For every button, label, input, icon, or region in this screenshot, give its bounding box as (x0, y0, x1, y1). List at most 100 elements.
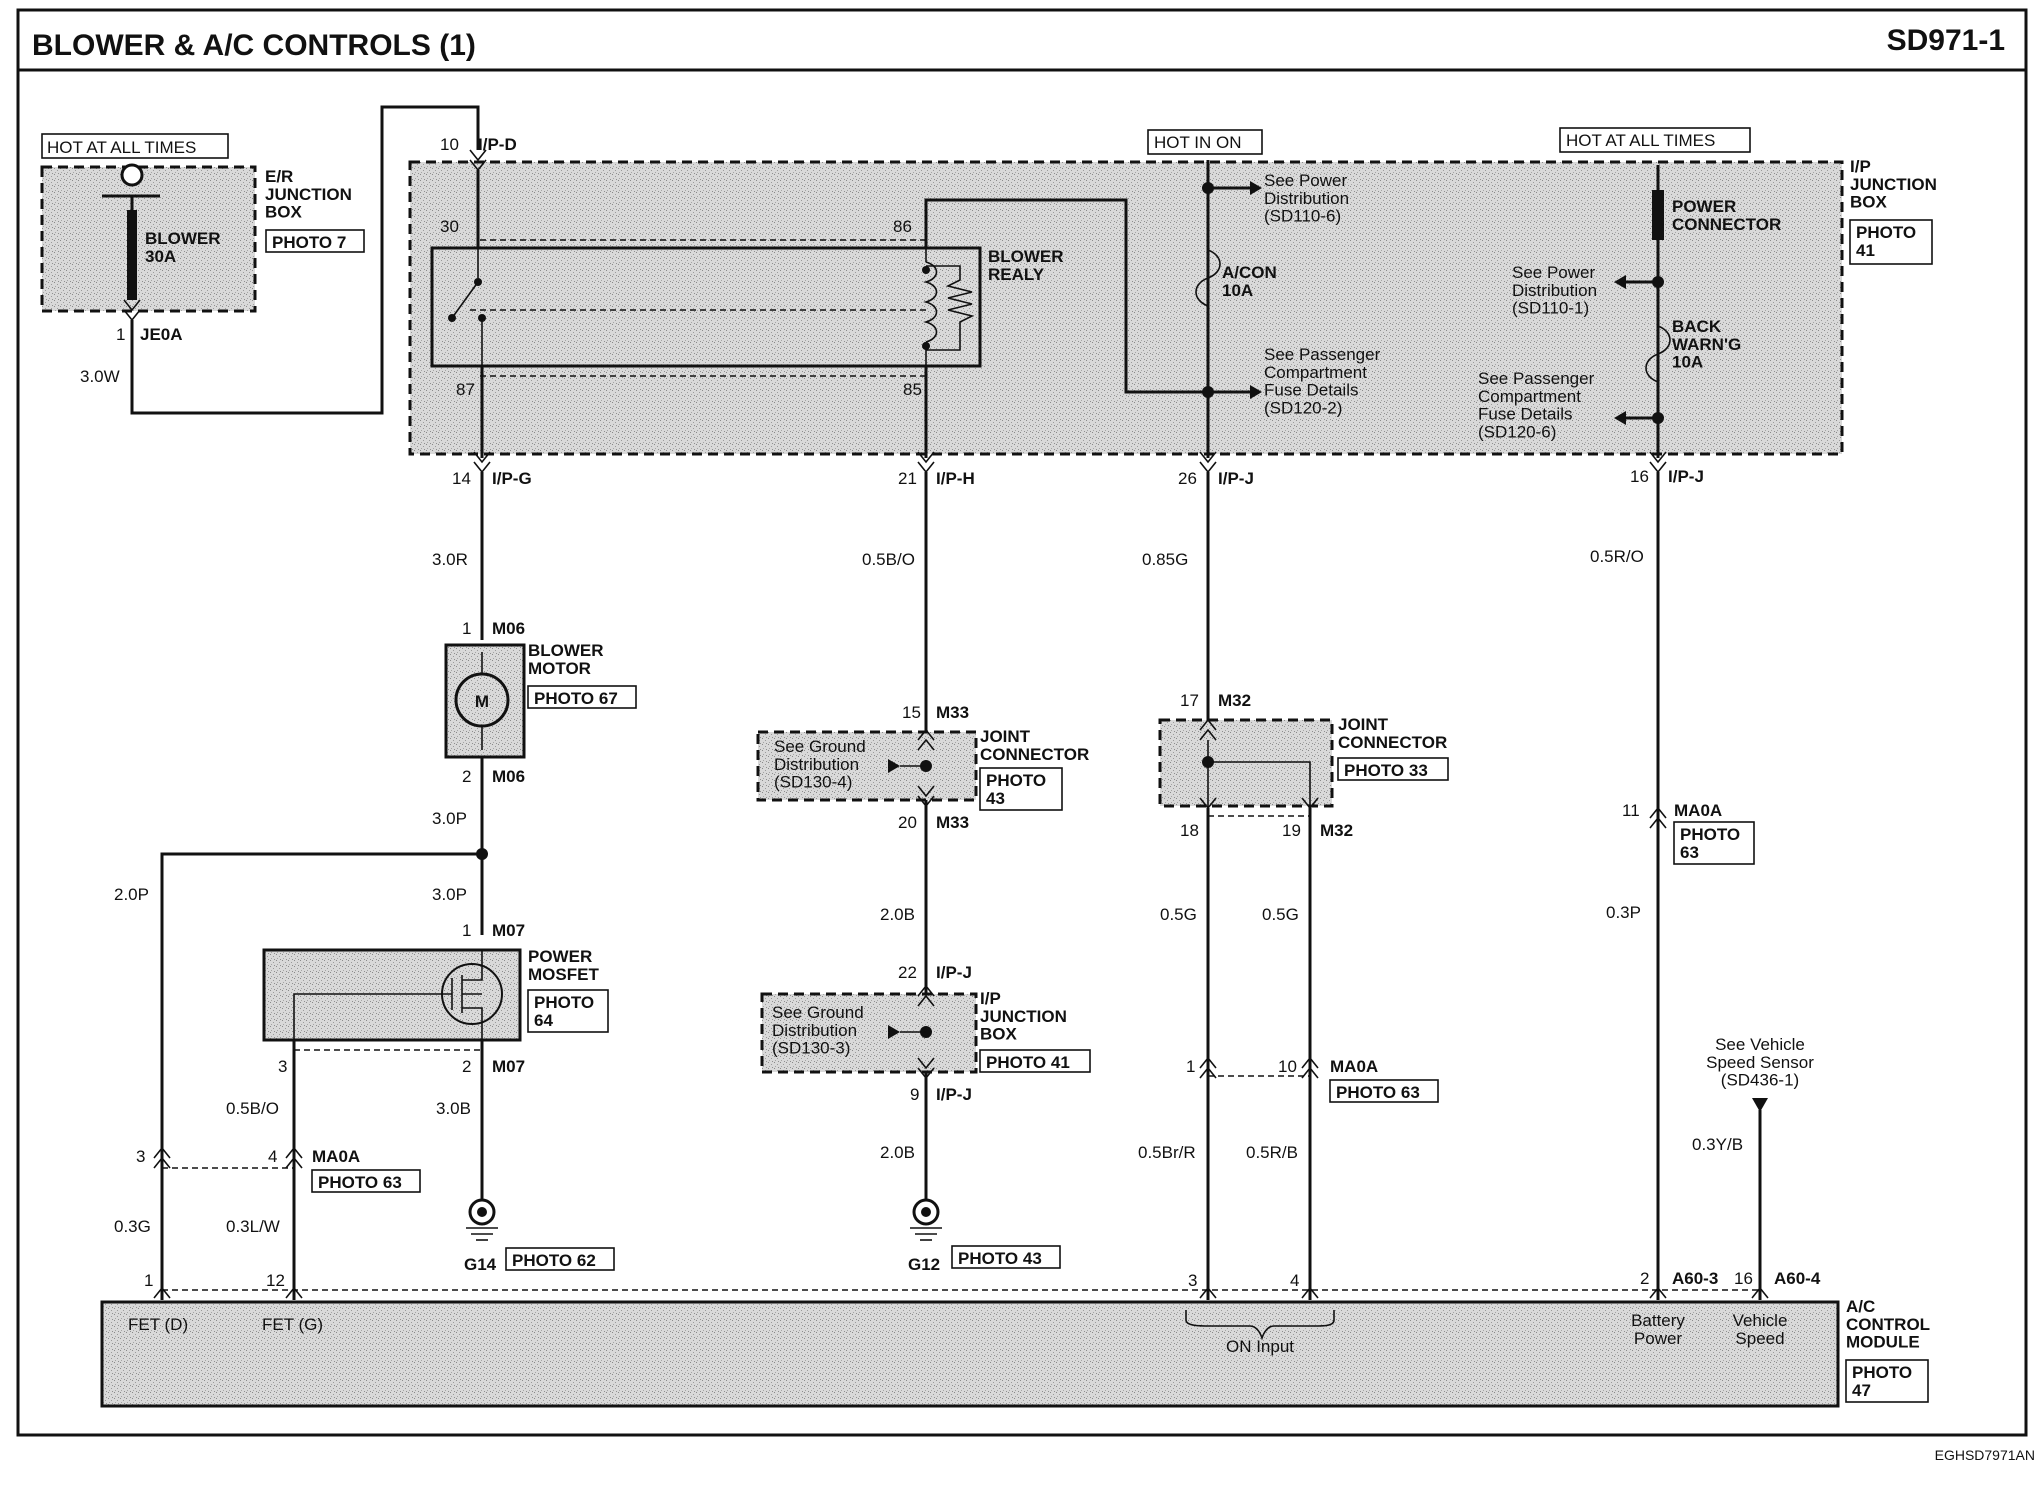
svg-text:I/P-J: I/P-J (1218, 469, 1254, 488)
blower-relay (430, 246, 982, 368)
svg-text:10: 10 (1278, 1057, 1297, 1076)
svg-text:PHOTO 41: PHOTO 41 (986, 1053, 1070, 1072)
svg-text:M06: M06 (492, 619, 525, 638)
svg-text:85: 85 (903, 380, 922, 399)
svg-text:0.3G: 0.3G (114, 1217, 151, 1236)
svg-text:3: 3 (278, 1057, 287, 1076)
svg-text:M33: M33 (936, 703, 969, 722)
svg-text:26: 26 (1178, 469, 1197, 488)
svg-text:1: 1 (116, 325, 125, 344)
svg-text:1: 1 (144, 1271, 153, 1290)
svg-text:3.0P: 3.0P (432, 809, 467, 828)
blower-motor (444, 643, 526, 759)
svg-text:2: 2 (462, 1057, 471, 1076)
svg-text:0.5G: 0.5G (1160, 905, 1197, 924)
svg-text:0.5R/O: 0.5R/O (1590, 547, 1644, 566)
svg-text:3.0W: 3.0W (80, 367, 120, 386)
svg-text:M32: M32 (1320, 821, 1353, 840)
svg-text:I/P-J: I/P-J (1668, 467, 1704, 486)
svg-text:0.5B/O: 0.5B/O (226, 1099, 279, 1118)
svg-text:I/P-D: I/P-D (478, 135, 517, 154)
svg-text:MA0A: MA0A (1330, 1057, 1378, 1076)
svg-text:0.3L/W: 0.3L/W (226, 1217, 280, 1236)
svg-text:3: 3 (136, 1147, 145, 1166)
svg-text:1: 1 (462, 921, 471, 940)
page-code: SD971-1 (1887, 24, 2005, 57)
svg-text:15: 15 (902, 703, 921, 722)
svg-text:PHOTO 62: PHOTO 62 (512, 1251, 596, 1270)
svg-text:3.0R: 3.0R (432, 550, 468, 569)
svg-text:0.85G: 0.85G (1142, 550, 1188, 569)
svg-text:FET (D): FET (D) (128, 1315, 188, 1334)
svg-text:17: 17 (1180, 691, 1199, 710)
svg-text:3.0B: 3.0B (436, 1099, 471, 1118)
svg-text:19: 19 (1282, 821, 1301, 840)
svg-text:A60-4: A60-4 (1774, 1269, 1821, 1288)
svg-text:18: 18 (1180, 821, 1199, 840)
ac-control-module: 1 12 3 4 2 A60-3 16 A60-4 FET (D) FET (G… (100, 1269, 1930, 1408)
svg-text:14: 14 (452, 469, 471, 488)
svg-text:2: 2 (462, 767, 471, 786)
svg-text:ON Input: ON Input (1226, 1337, 1294, 1356)
page-title: BLOWER & A/C CONTROLS (1) (32, 29, 476, 62)
svg-text:21: 21 (898, 469, 917, 488)
svg-text:0.3Y/B: 0.3Y/B (1692, 1135, 1743, 1154)
motor-symbol: M (475, 692, 489, 711)
svg-text:I/P-J: I/P-J (936, 963, 972, 982)
svg-text:0.5R/B: 0.5R/B (1246, 1143, 1298, 1162)
svg-text:PHOTO 33: PHOTO 33 (1344, 761, 1428, 780)
svg-text:20: 20 (898, 813, 917, 832)
svg-text:16: 16 (1630, 467, 1649, 486)
svg-text:M07: M07 (492, 1057, 525, 1076)
svg-text:JE0A: JE0A (140, 325, 183, 344)
svg-text:PHOTO 63: PHOTO 63 (1336, 1083, 1420, 1102)
svg-text:G14: G14 (464, 1255, 497, 1274)
svg-text:M06: M06 (492, 767, 525, 786)
svg-text:1: 1 (1186, 1057, 1195, 1076)
svg-text:0.3P: 0.3P (1606, 903, 1641, 922)
svg-text:I/P-J: I/P-J (936, 1085, 972, 1104)
svg-text:M32: M32 (1218, 691, 1251, 710)
svg-text:30: 30 (440, 217, 459, 236)
hot-at-all-times-tag-1 (41, 133, 229, 159)
svg-text:0.5G: 0.5G (1262, 905, 1299, 924)
svg-text:86: 86 (893, 217, 912, 236)
svg-text:10: 10 (440, 135, 459, 154)
ground-g14: G14 PHOTO 62 (464, 1198, 615, 1274)
svg-text:12: 12 (266, 1271, 285, 1290)
svg-text:HOT IN ON: HOT IN ON (1154, 133, 1242, 152)
svg-text:I/P-H: I/P-H (936, 469, 975, 488)
svg-text:G12: G12 (908, 1255, 940, 1274)
svg-text:0.5Br/R: 0.5Br/R (1138, 1143, 1196, 1162)
joint-connector-m32 (1158, 718, 1334, 808)
svg-text:4: 4 (268, 1147, 277, 1166)
svg-text:PHOTO 67: PHOTO 67 (534, 689, 618, 708)
svg-text:HOT AT ALL TIMES: HOT AT ALL TIMES (47, 138, 196, 157)
image-code: EGHSD7971AN (1935, 1447, 2035, 1463)
svg-text:11: 11 (1622, 801, 1640, 820)
